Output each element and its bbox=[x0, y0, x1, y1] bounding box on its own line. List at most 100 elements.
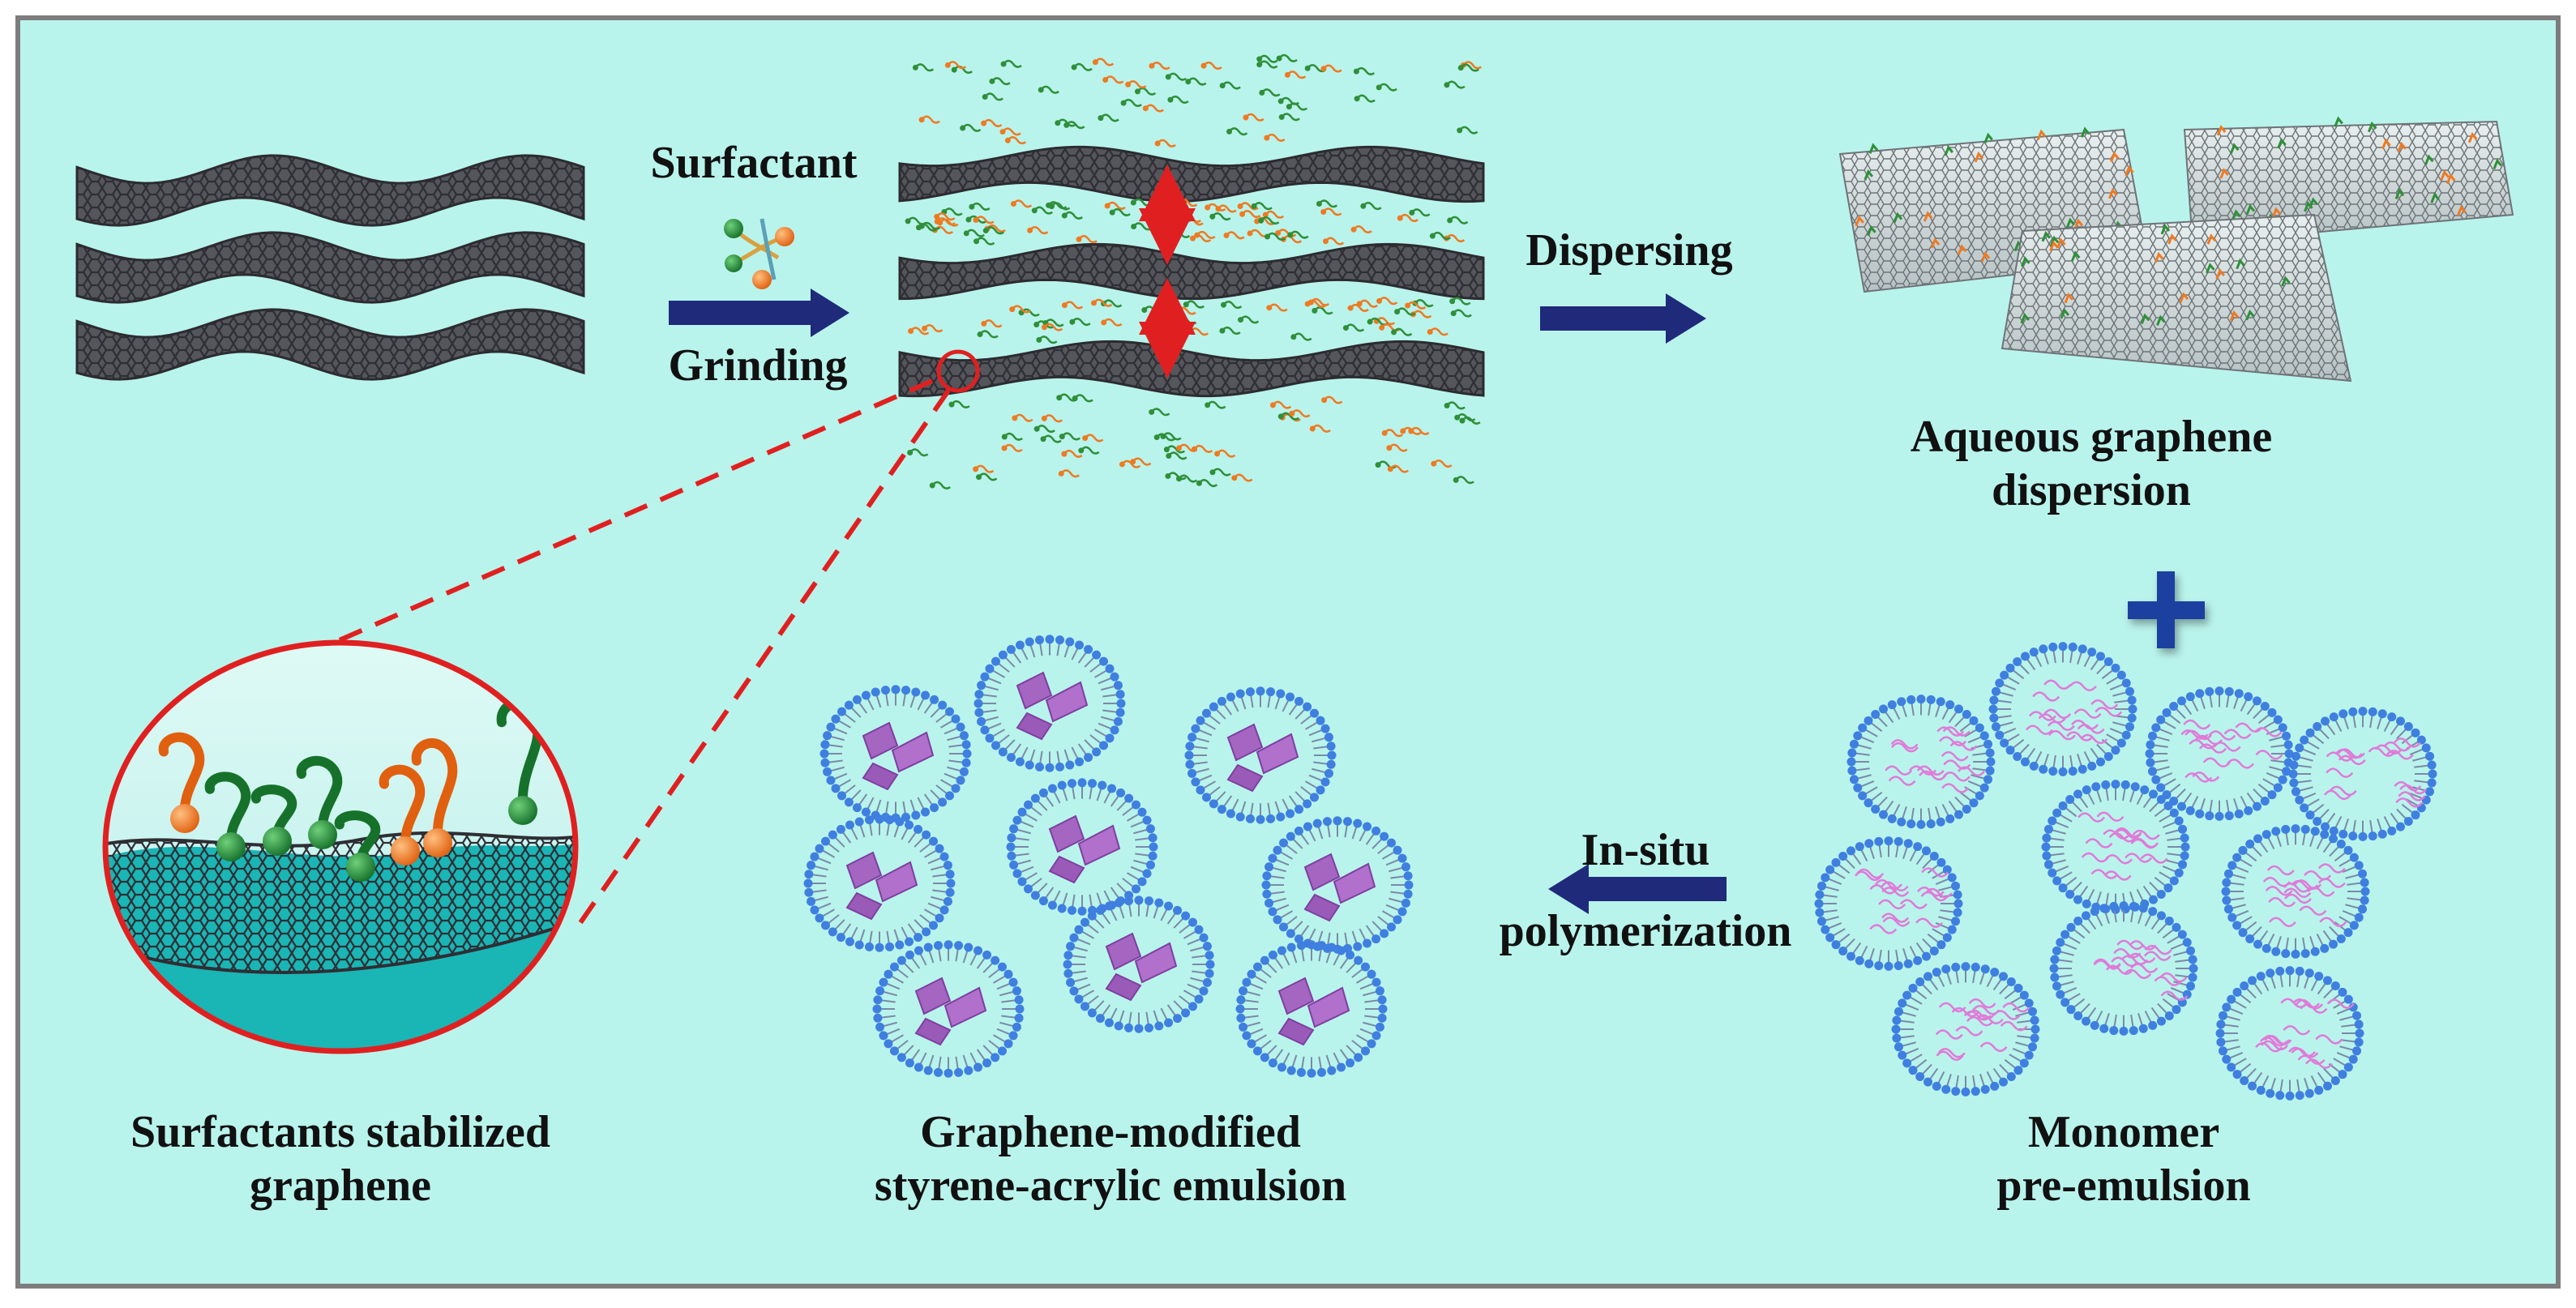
surfactant-molecule bbox=[1165, 472, 1187, 481]
surfactant-molecule bbox=[1166, 451, 1187, 460]
surfactant-molecule bbox=[1237, 202, 1259, 211]
surfactant-molecule bbox=[204, 772, 251, 861]
surfactant-molecule bbox=[1251, 202, 1273, 211]
surfactant-molecule bbox=[1104, 201, 1126, 210]
surfactant-molecule bbox=[1256, 60, 1278, 69]
surfactant-molecule bbox=[1059, 432, 1081, 441]
graphene-micelle bbox=[1235, 940, 1388, 1078]
aqueous-dispersion-caption: Aqueous graphene dispersion bbox=[1840, 410, 2343, 517]
surfactant-molecule bbox=[982, 92, 1003, 101]
in-situ-arrow-icon bbox=[1548, 864, 1727, 914]
surfactant-molecule bbox=[977, 330, 999, 339]
surfactant-molecule bbox=[1205, 203, 1226, 212]
surfactant-molecule bbox=[1322, 237, 1345, 246]
modified-caption-line1: Graphene-modified bbox=[920, 1107, 1301, 1157]
surfactant-molecule bbox=[1275, 229, 1297, 237]
surfactant-molecule bbox=[1063, 121, 1085, 130]
surfactant-molecule bbox=[1457, 126, 1478, 135]
surfactant-molecule bbox=[1320, 64, 1342, 73]
zoom-callout-icon bbox=[282, 349, 980, 925]
surfactant-molecule bbox=[1356, 299, 1378, 308]
surfactant-molecule bbox=[1221, 300, 1243, 310]
monomer-micelle bbox=[1814, 836, 1963, 971]
stabilized-graphene-caption: Surfactants stabilized graphene bbox=[49, 1105, 632, 1212]
surfactant-molecule bbox=[1036, 336, 1058, 344]
surfactant-molecule bbox=[1269, 400, 1292, 409]
surfactant-molecule bbox=[1307, 297, 1330, 306]
surfactant-molecule bbox=[982, 226, 1004, 235]
surfactant-molecule bbox=[1176, 443, 1198, 452]
surfactant-molecule bbox=[1125, 80, 1147, 89]
surfactant-molecule bbox=[1000, 59, 1022, 68]
surfactant-molecule bbox=[934, 212, 956, 221]
exfoliated-graphene-icon bbox=[898, 53, 1485, 489]
surfactant-molecule bbox=[1209, 468, 1231, 477]
surfactant-molecule bbox=[1449, 297, 1471, 306]
surfactant-molecule bbox=[1457, 63, 1479, 72]
surfactant-molecule bbox=[1258, 216, 1280, 225]
surfactant-molecule bbox=[948, 400, 970, 408]
surfactant-molecule bbox=[1041, 414, 1063, 423]
surfactant-molecule bbox=[1321, 395, 1343, 404]
surfactant-molecule bbox=[951, 65, 973, 75]
surfactant-molecule bbox=[981, 118, 1003, 127]
monomer-micelle bbox=[2145, 686, 2294, 821]
surfactant-molecule bbox=[1312, 306, 1333, 315]
graphene-micelle bbox=[1184, 686, 1337, 824]
surfactant-molecule bbox=[1205, 400, 1226, 409]
plus-icon bbox=[2128, 571, 2205, 648]
monomer-micelles-icon bbox=[1814, 642, 2437, 1101]
surfactant-molecule bbox=[1286, 102, 1308, 111]
surfactant-molecule bbox=[1223, 231, 1245, 240]
surfactant-molecule bbox=[1031, 206, 1053, 215]
graphene-micelle bbox=[1261, 816, 1414, 954]
surfactant-molecule bbox=[1287, 230, 1309, 239]
surfactant-molecule bbox=[1149, 62, 1170, 71]
surfactant-graphene-closeup-icon bbox=[102, 639, 579, 1054]
surfactant-molecule bbox=[1194, 230, 1216, 239]
surfactant-molecule bbox=[1360, 202, 1382, 211]
surfactant-molecule bbox=[1061, 211, 1083, 220]
surfactant-molecule bbox=[918, 115, 940, 124]
surfactant-molecule bbox=[1387, 464, 1409, 473]
surfactant-molecule bbox=[411, 737, 458, 857]
surfactant-molecule bbox=[1076, 235, 1098, 244]
surfactant-molecule bbox=[1290, 332, 1312, 341]
surfactant-molecule bbox=[1185, 77, 1207, 86]
graphene-layer bbox=[898, 242, 1485, 301]
surfactant-molecule bbox=[1226, 127, 1248, 136]
surfactant-molecule bbox=[1266, 303, 1288, 312]
graphene-micelle bbox=[1063, 896, 1215, 1033]
surfactant-molecule bbox=[1120, 98, 1142, 107]
surfactant-molecule bbox=[1082, 434, 1104, 442]
surfactant-molecule bbox=[1347, 303, 1369, 312]
graphene-layer bbox=[75, 308, 585, 381]
surfactant-molecule bbox=[1400, 426, 1422, 435]
graphene-layer bbox=[75, 154, 585, 227]
surfactant-molecule bbox=[973, 237, 995, 246]
stabilized-caption-line1: Surfactants stabilized bbox=[131, 1107, 550, 1157]
surfactant-molecule bbox=[944, 61, 967, 70]
surfactant-molecule bbox=[379, 764, 426, 866]
surfactant-molecule bbox=[999, 127, 1021, 136]
surfactant-molecule bbox=[1284, 71, 1307, 79]
surfactant-molecule bbox=[1134, 87, 1157, 96]
surfactant-molecule bbox=[1092, 58, 1115, 66]
graphene-micelle bbox=[819, 685, 972, 823]
surfactant-molecule bbox=[1391, 327, 1413, 336]
grinding-arrow-icon bbox=[669, 289, 849, 337]
surfactant-molecule bbox=[1447, 216, 1469, 224]
surfactant-molecule bbox=[1001, 432, 1023, 441]
surfactant-molecule bbox=[1316, 199, 1338, 208]
surfactant-molecule bbox=[960, 123, 982, 132]
surfactant-molecule bbox=[1214, 449, 1236, 458]
surfactant-molecule bbox=[1160, 432, 1182, 441]
in-situ-caption-line2: polymerization bbox=[1499, 906, 1792, 957]
surfactant-molecule bbox=[1353, 66, 1376, 75]
surfactant-molecule bbox=[1101, 318, 1123, 327]
surfactant-molecule bbox=[1167, 95, 1189, 104]
surfactant-molecule bbox=[981, 319, 1003, 328]
surfactant-molecule bbox=[1102, 75, 1124, 84]
surfactant-molecule bbox=[907, 448, 929, 457]
